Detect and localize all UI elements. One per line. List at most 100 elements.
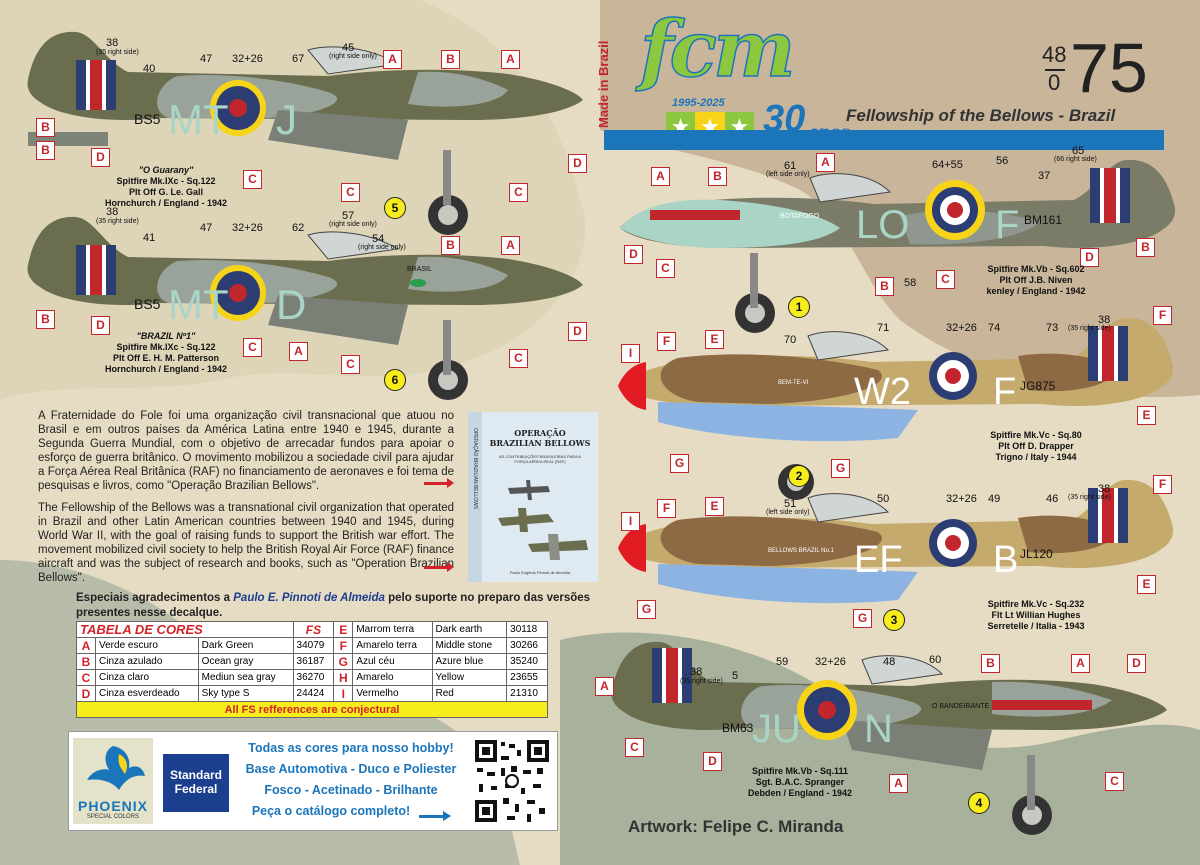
scale-bottom: 0 xyxy=(1048,70,1061,95)
spitfire-6: MT D BS5 xyxy=(27,216,583,400)
note-6-9: 54 xyxy=(372,233,385,245)
aircraft-number-3: 3 xyxy=(883,609,905,631)
book-planes-illustration xyxy=(498,480,588,560)
color-pt: Verde escuro xyxy=(95,637,199,654)
svg-text:BM161: BM161 xyxy=(1024,213,1062,227)
caption-4: Spitfire Mk.Vb - Sq.111 Sgt. B.A.C. Spra… xyxy=(730,766,870,799)
color-fs: 36270 xyxy=(292,669,335,686)
svg-text:B: B xyxy=(993,539,1018,581)
thanks-text: Especiais agradecimentos a Paulo E. Pinn… xyxy=(76,591,596,621)
color-pt: Amarelo terra xyxy=(352,637,433,654)
aircraft-number-1: 1 xyxy=(788,296,810,318)
aircraft-number-6: 6 xyxy=(384,369,406,391)
note-1-8: 58 xyxy=(904,277,917,289)
caption-line: Plt Off G. Le. Gall xyxy=(128,187,203,197)
color-en: Ocean gray xyxy=(197,653,294,670)
brand-subtitle: Fellowship of the Bellows - Brazil xyxy=(846,106,1116,125)
marker-f: F xyxy=(1153,475,1172,494)
sheet-number: 75 xyxy=(1070,29,1148,107)
marker-b: B xyxy=(36,118,55,137)
note-6-1: 38 xyxy=(106,206,119,218)
color-pt: Azul céu xyxy=(352,653,433,670)
note-1-5: 65 xyxy=(1072,145,1085,157)
color-pt: Cinza azulado xyxy=(95,653,199,670)
caption-line: Spitfire Mk.IXc - Sq.122 xyxy=(116,176,216,186)
marker-c: C xyxy=(243,170,262,189)
arrow-pt xyxy=(424,478,454,488)
marker-c: C xyxy=(509,349,528,368)
marker-a: A xyxy=(289,342,308,361)
thanks-suffix: pelo suporte no preparo das versões pres… xyxy=(76,592,591,619)
svg-text:EF: EF xyxy=(854,539,903,581)
svg-text:J: J xyxy=(276,96,297,143)
color-letter: E xyxy=(333,621,354,638)
book-spine xyxy=(468,412,482,582)
history-text-en: The Fellowship of the Bellows was a tran… xyxy=(38,502,454,584)
svg-text:JU: JU xyxy=(752,707,801,751)
note-4-7: 60 xyxy=(929,654,942,666)
marker-b: B xyxy=(441,50,460,69)
book-subtitle: AS CONTRIBUIÇÕES BRASILEIRAS PARA A FORÇ… xyxy=(498,454,582,464)
marker-b: B xyxy=(1136,238,1155,257)
spitfire-4: JU N BM63 O BANDEIRANTE xyxy=(611,641,1167,835)
caption-line: Hornchurch / England - 1942 xyxy=(104,198,228,208)
color-letter: I xyxy=(333,685,354,702)
svg-text:BM63: BM63 xyxy=(722,721,754,735)
marker-a: A xyxy=(501,236,520,255)
note-1-3: 64+55 xyxy=(932,159,963,171)
color-en: Yellow xyxy=(431,669,508,686)
caption-1: Spitfire Mk.Vb - Sq.602 Plt Off J.B. Niv… xyxy=(966,264,1106,297)
color-pt: Amarelo xyxy=(352,669,433,686)
note-5-3: 40 xyxy=(143,63,156,75)
svg-text:W2: W2 xyxy=(854,371,911,413)
color-en: Azure blue xyxy=(431,653,508,670)
note-6-5: 32+26 xyxy=(232,222,263,234)
color-letter: A xyxy=(76,637,96,654)
caption-line: kenley / England - 1942 xyxy=(986,286,1086,296)
phoenix-sub: SPECIAL COLORS xyxy=(86,814,140,820)
svg-text:D: D xyxy=(276,281,306,328)
marker-d: D xyxy=(568,154,587,173)
marker-i: I xyxy=(621,344,640,363)
qr-code-icon[interactable] xyxy=(471,736,553,826)
note-4-1: 38 xyxy=(690,666,703,678)
marker-g: G xyxy=(670,454,689,473)
caption-line: Sgt. B.A.C. Spranger xyxy=(755,777,845,787)
svg-text:N: N xyxy=(864,707,893,751)
ad-line: Peça o catálogo completo! xyxy=(231,801,471,822)
aircraft-number-4: 4 xyxy=(968,792,990,814)
color-fs: 34079 xyxy=(292,637,335,654)
caption-line: Spitfire Mk.Vc - Sq.232 xyxy=(987,599,1085,609)
scale-top: 48 xyxy=(1042,42,1067,67)
color-letter: G xyxy=(333,653,354,670)
marker-i: I xyxy=(621,512,640,531)
phoenix-bird-icon xyxy=(87,746,145,790)
caption-line: Plt Off D. Drapper xyxy=(998,441,1074,451)
ad-line: Todas as cores para nosso hobby! xyxy=(248,741,454,755)
book-title-2: BRAZILIAN BELLOWS xyxy=(489,438,591,448)
color-en: Mediun sea gray xyxy=(197,669,294,686)
spitfire-3: EF B JL120 BELLOWS BRAZIL No.1 xyxy=(618,479,1174,604)
color-en: Dark earth xyxy=(431,621,508,638)
caption-line: Trigno / Italy - 1944 xyxy=(995,452,1077,462)
note-3-3: 50 xyxy=(877,493,890,505)
caption-3: Spitfire Mk.Vc - Sq.232 Flt Lt Willian H… xyxy=(966,599,1106,632)
color-en: Dark Green xyxy=(197,637,294,654)
marker-a: A xyxy=(501,50,520,69)
color-en: Sky type S xyxy=(197,685,294,702)
caption-line: Plt Off J.B. Niven xyxy=(999,275,1073,285)
note-2-5: 73 xyxy=(1046,322,1059,334)
caption-line: Spitfire Mk.Vc - Sq.80 xyxy=(990,430,1082,440)
svg-text:BELLOWS BRAZIL No.1: BELLOWS BRAZIL No.1 xyxy=(768,548,834,554)
standard-line-2: Federal xyxy=(174,782,218,796)
ad-line: Fosco - Acetinado - Brilhante xyxy=(264,783,438,797)
artwork-credit: Artwork: Felipe C. Miranda xyxy=(628,817,844,836)
marker-f: F xyxy=(657,332,676,351)
marker-a: A xyxy=(816,153,835,172)
color-pt: Cinza esverdeado xyxy=(95,685,199,702)
caption-line: Spitfire Mk.IXc - Sq.122 xyxy=(116,342,216,352)
color-en: Middle stone xyxy=(431,637,508,654)
marker-g: G xyxy=(637,600,656,619)
note-6-4: 47 xyxy=(200,222,213,234)
